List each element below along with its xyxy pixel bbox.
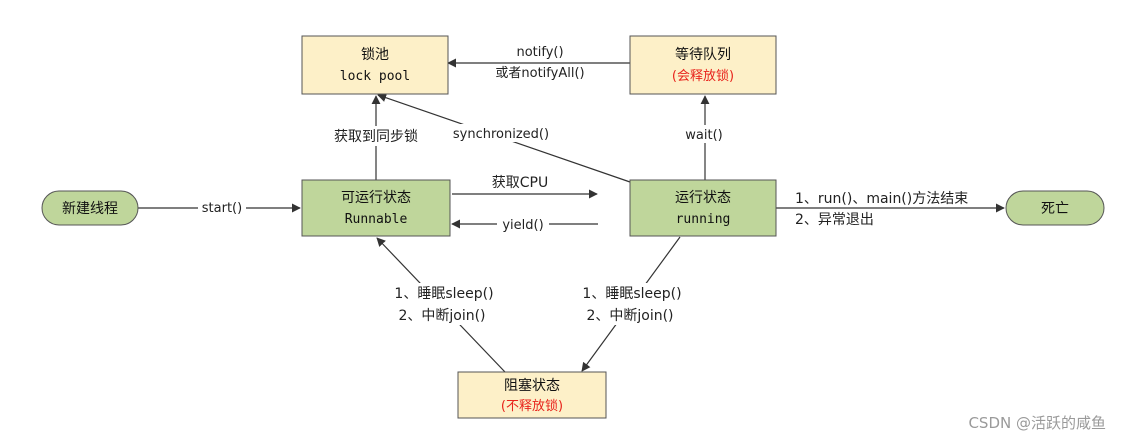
node-dead: 死亡 <box>1005 190 1105 226</box>
node-running-title: 运行状态 <box>675 190 731 206</box>
node-runnable: 可运行状态 Runnable <box>301 179 451 237</box>
label-right-sleep: 1、睡眠sleep() <box>582 286 681 302</box>
node-lock-pool-title: 锁池 <box>361 47 389 63</box>
node-lock-pool-subtitle: lock pool <box>340 69 410 84</box>
label-wait: wait() <box>685 128 722 143</box>
label-get-cpu: 获取CPU <box>492 175 548 191</box>
node-blocked-subtitle: (不释放锁) <box>501 398 563 414</box>
label-notify-all: 或者notifyAll() <box>495 66 584 81</box>
label-end-1: 1、run()、main()方法结束 <box>795 191 968 207</box>
node-blocked-title: 阻塞状态 <box>504 377 560 394</box>
node-running: 运行状态 running <box>629 179 777 237</box>
node-dead-label: 死亡 <box>1041 201 1069 217</box>
label-left-join: 2、中断join() <box>398 308 485 324</box>
label-start: start() <box>202 201 242 216</box>
label-synchronized: synchronized() <box>453 127 549 142</box>
label-left-sleep: 1、睡眠sleep() <box>394 286 493 302</box>
watermark: CSDN @活跃的咸鱼 <box>968 414 1106 432</box>
node-new-thread: 新建线程 <box>41 190 139 226</box>
node-runnable-title: 可运行状态 <box>341 190 411 206</box>
node-wait-queue-title: 等待队列 <box>675 46 731 63</box>
node-blocked: 阻塞状态 (不释放锁) <box>457 371 607 419</box>
node-wait-queue: 等待队列 (会释放锁) <box>629 35 777 95</box>
node-wait-queue-subtitle: (会释放锁) <box>672 68 734 84</box>
node-running-subtitle: running <box>676 212 731 227</box>
node-new-thread-label: 新建线程 <box>62 201 118 217</box>
label-notify: notify() <box>516 45 563 60</box>
node-runnable-subtitle: Runnable <box>345 212 408 227</box>
label-get-sync-lock: 获取到同步锁 <box>334 129 418 145</box>
node-lock-pool: 锁池 lock pool <box>301 35 449 95</box>
label-end-2: 2、异常退出 <box>795 212 874 228</box>
label-yield: yield() <box>502 218 543 233</box>
label-right-join: 2、中断join() <box>586 308 673 324</box>
